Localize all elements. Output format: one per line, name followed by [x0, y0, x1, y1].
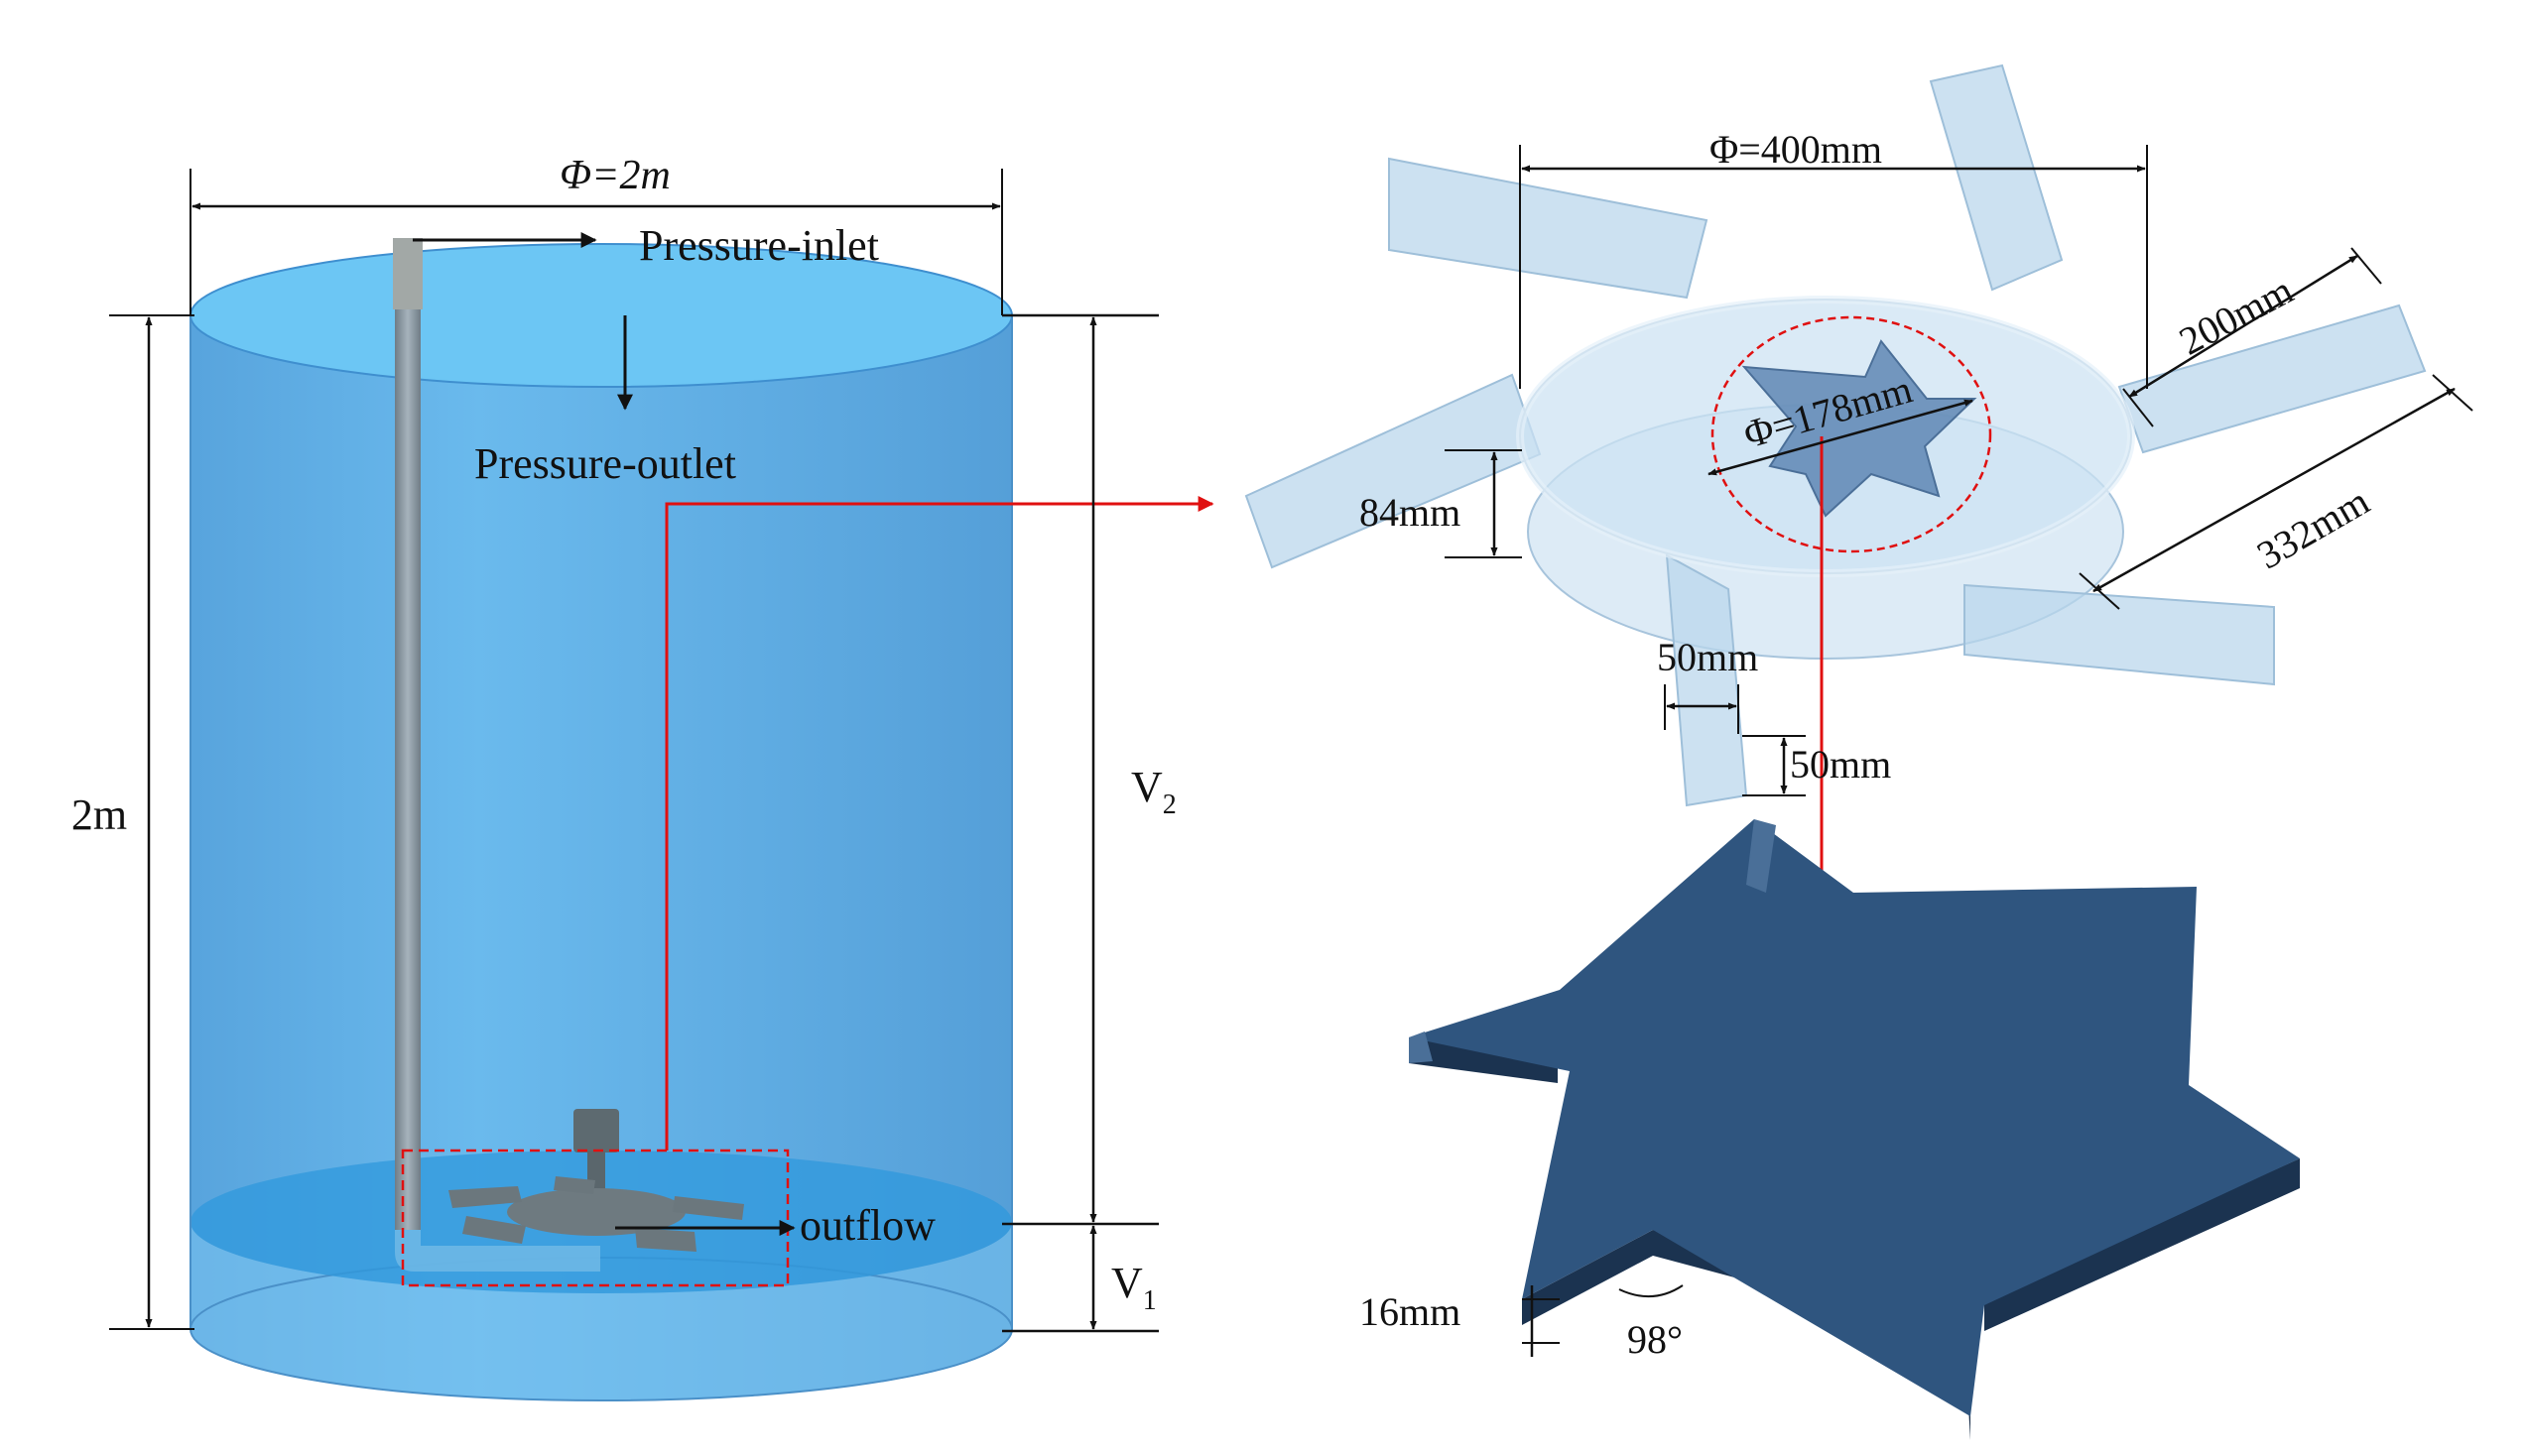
tank-bottom-section [190, 1222, 1012, 1400]
tank-impeller-shaft-cap [573, 1109, 619, 1153]
tank-diameter-label: Φ=2m [560, 153, 671, 198]
tank-group: Φ=2m 2m V2 V1 Pressure-inlet Pressure-ou… [71, 153, 1214, 1401]
tank-impeller-blade [554, 1176, 595, 1194]
star-side-face [1984, 1158, 2300, 1331]
star-side-face [1522, 1230, 1653, 1325]
impeller-blade [1963, 583, 2275, 686]
thickness-label: 16mm [1359, 1289, 1460, 1334]
impeller-detail: Φ=400mm 200mm 332mm Φ=178mm 84mm 50mm 50… [1244, 63, 2473, 914]
star-top-face [1409, 819, 2300, 1416]
impeller-highlight-box [401, 1149, 790, 1287]
v2-label: V2 [1131, 763, 1177, 820]
star-plate: 16mm 98° [1359, 819, 2300, 1440]
tank-impeller-blade [673, 1196, 744, 1220]
tank-impeller-blade [462, 1216, 526, 1244]
pointer-to-impeller-detail [665, 496, 1214, 1151]
hub-diameter-dim [1707, 399, 1973, 476]
blade-height-label: 50mm [1790, 742, 1891, 787]
inlet-label: Pressure-inlet [639, 221, 879, 270]
star-notch [1409, 1031, 1433, 1063]
star-notch [1746, 819, 1776, 893]
span-ext-b [2432, 374, 2473, 412]
disc-height-label: 84mm [1359, 490, 1460, 535]
outlet-label: Pressure-outlet [474, 439, 736, 488]
inlet-pipe-cap [393, 238, 423, 309]
blade-length-ext-b [2350, 247, 2382, 285]
tank-impeller-blade [448, 1186, 522, 1208]
outer-diameter-label: Φ=400mm [1709, 127, 1882, 172]
impeller-blade [1244, 373, 1542, 569]
angle-arc [1618, 1284, 1684, 1298]
v1-label: V1 [1111, 1259, 1157, 1316]
tank-impeller-blade [635, 1228, 696, 1252]
star-side-face [1409, 1037, 1558, 1083]
tank-top-surface [190, 243, 1013, 388]
blade-width-label: 50mm [1657, 635, 1758, 679]
impeller-blade [1388, 157, 1708, 300]
angle-label: 98° [1627, 1317, 1683, 1362]
impeller-blade [1929, 63, 2064, 292]
span-dim [2092, 387, 2456, 593]
tank-height-label: 2m [71, 790, 127, 839]
pipe-elbow [395, 1230, 600, 1272]
tank-impeller [448, 1109, 744, 1252]
outflow-label: outflow [800, 1201, 936, 1250]
tank-impeller-disc [507, 1188, 686, 1236]
blade-length-dim [2128, 254, 2358, 399]
inlet-pipe [395, 238, 421, 1230]
